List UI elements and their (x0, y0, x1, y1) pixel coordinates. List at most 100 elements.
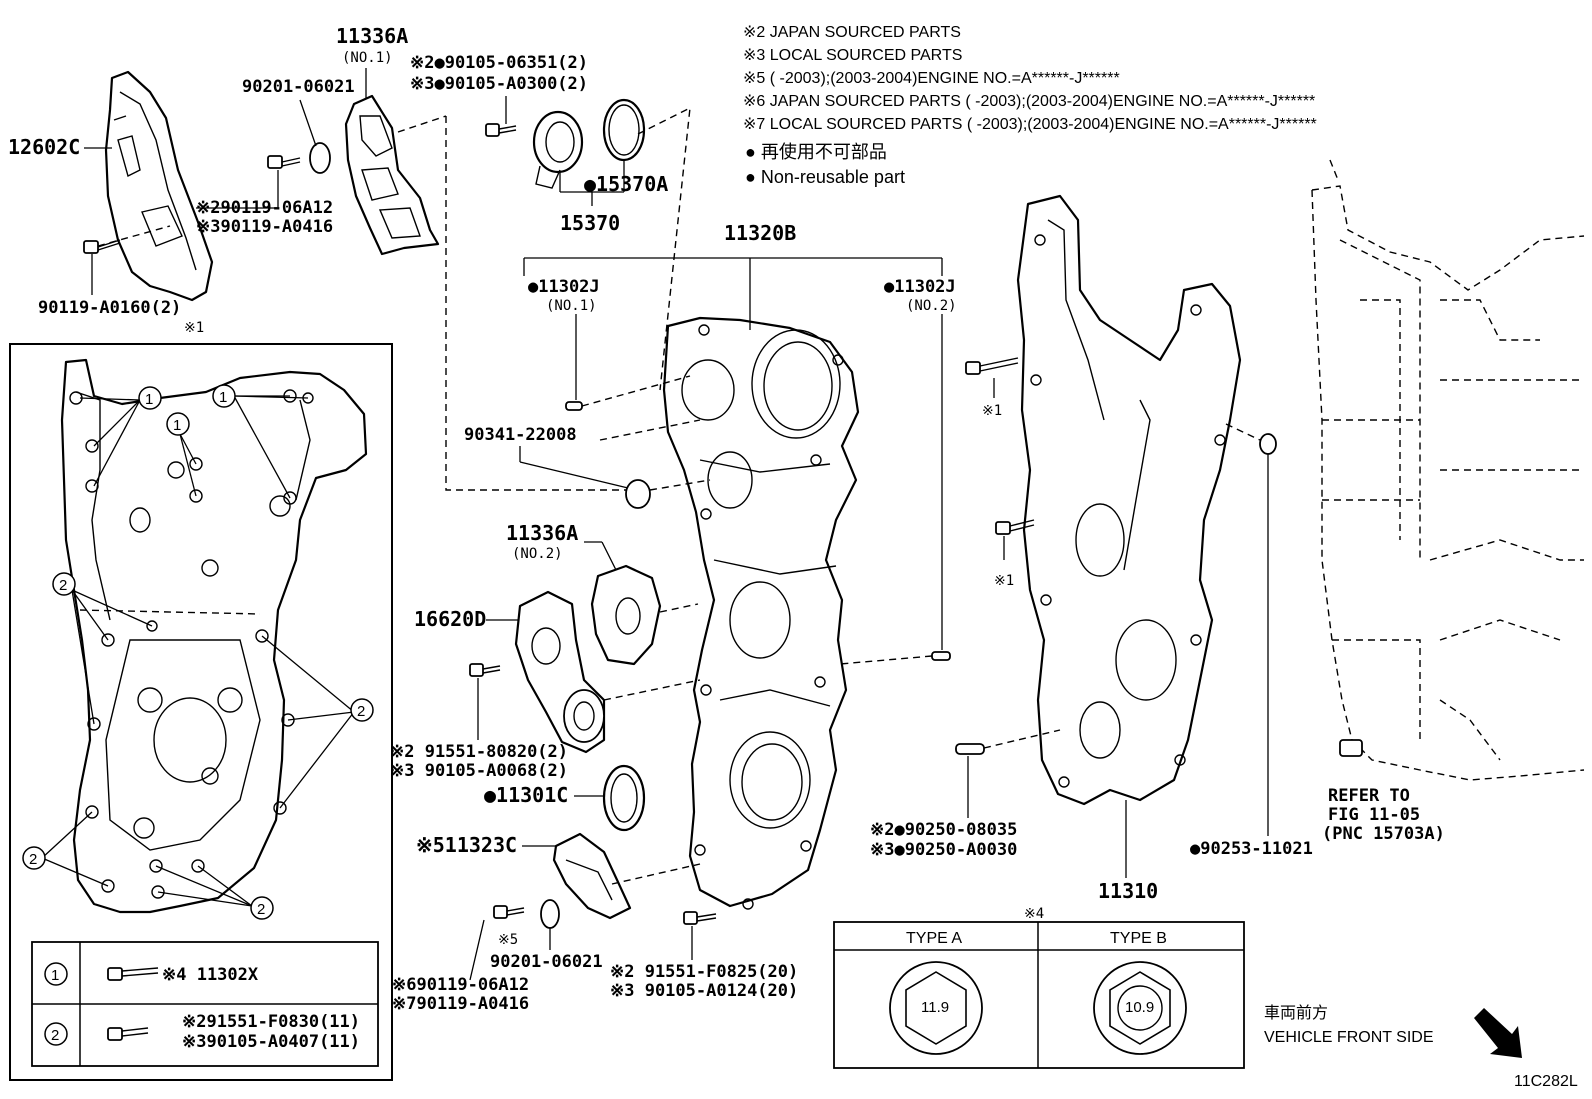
label-90201-06021-top: 90201-06021 (242, 77, 355, 97)
part-15370a-o-ring[interactable] (602, 98, 646, 162)
part-11323c-guide[interactable] (552, 832, 632, 920)
label-90119-06a12-6: ※690119-06A12 (392, 975, 529, 995)
callout-2-d: 2 (155, 865, 274, 920)
engine-block-reference (1311, 159, 1585, 781)
bolt-90119-06a12[interactable] (267, 155, 301, 169)
label-11302j-no2-sub: (NO.2) (906, 298, 957, 314)
type-b-value: 10.9 (1125, 999, 1154, 1016)
note-engine-range: ※5 ( -2003);(2003-2004)ENGINE NO.=A*****… (743, 70, 1120, 87)
label-15370: 15370 (560, 211, 620, 235)
mark-4: ※4 (1024, 906, 1044, 922)
bolt-91551-80820[interactable] (469, 663, 501, 677)
part-11310-timing-cover[interactable] (1016, 194, 1242, 806)
label-90201-06021-bottom: 90201-06021 (490, 952, 603, 972)
legend-non-reusable-jp: ● 再使用不可部品 (745, 142, 887, 162)
table-row2-part-a: ※291551-F0830(11) (182, 1012, 360, 1032)
svg-text:1: 1 (145, 391, 153, 408)
gasket-bolt-inset: 1 1 1 2 2 (9, 343, 393, 1081)
bolt-91551-f0825[interactable] (683, 911, 717, 925)
svg-text:1: 1 (219, 389, 227, 406)
label-90105-a0068: ※3 90105-A0068(2) (390, 761, 568, 781)
bolt-90119-a0160[interactable] (83, 239, 121, 254)
label-11336a-no2-sub: (NO.2) (512, 546, 563, 562)
label-90341-22008: 90341-22008 (464, 425, 577, 445)
svg-text:2: 2 (357, 703, 365, 720)
inset-cover-outline[interactable] (60, 358, 368, 914)
plug-90253-11021[interactable] (1259, 433, 1277, 455)
svg-text:1: 1 (173, 417, 181, 434)
label-91551-f0825: ※2 91551-F0825(20) (610, 962, 798, 982)
mark-1-bolt-upper: ※1 (982, 403, 1002, 419)
label-12602c: 12602C (8, 135, 80, 159)
vehicle-front-arrow-icon (1474, 1008, 1522, 1058)
label-90119-a0416-7: ※790119-A0416 (392, 994, 529, 1014)
bolt-90119-06a12-lower[interactable] (493, 905, 525, 919)
callout-2-a: 2 (52, 572, 153, 725)
inset-bolt-holes (69, 389, 314, 899)
bolt-90105-06351[interactable] (485, 123, 517, 137)
table-row2-num: 2 (51, 1027, 59, 1044)
note-local-sourced: ※3 LOCAL SOURCED PARTS (743, 47, 962, 64)
figure-code: 11C282L (1514, 1073, 1578, 1090)
table-row2-part-b: ※390105-A0407(11) (182, 1032, 360, 1052)
label-11310: 11310 (1098, 879, 1158, 903)
label-91551-80820: ※2 91551-80820(2) (390, 742, 568, 762)
label-11302j-no2: ●11302J (884, 277, 956, 297)
label-90119-a0416-local: ※390119-A0416 (196, 217, 333, 237)
bolt-star1-lower[interactable] (995, 519, 1035, 535)
type-a-bolt-head: 11.9 (889, 961, 983, 1055)
label-90105-a0300-local: ※3●90105-A0300(2) (410, 74, 588, 94)
callout-1-c: 1 (212, 384, 309, 499)
legend-non-reusable-en: ● Non-reusable part (745, 167, 905, 187)
mark-1-bolt-lower: ※1 (994, 573, 1014, 589)
type-table: TYPE A TYPE B 11.9 10.9 (833, 921, 1245, 1069)
part-11301c-oil-seal[interactable] (602, 764, 646, 832)
bolt-star1-upper[interactable] (965, 357, 1019, 375)
label-11320b: 11320B (724, 221, 796, 245)
washer-90201-06021-bottom[interactable] (540, 899, 560, 929)
label-11302j-no1: ●11302J (528, 277, 600, 297)
svg-text:2: 2 (59, 577, 67, 594)
type-b-bolt-head: 10.9 (1093, 961, 1187, 1055)
washer-90201-06021-top[interactable] (309, 142, 331, 174)
part-11336a-no1[interactable] (344, 94, 440, 256)
vehicle-front-en: VEHICLE FRONT SIDE (1264, 1029, 1434, 1046)
refer-line-2: FIG 11-05 (1328, 805, 1420, 825)
label-11323c: ※511323C (416, 833, 517, 857)
oil-jet-15703a[interactable] (1339, 739, 1363, 757)
dowel-90250-08035[interactable] (955, 743, 985, 755)
label-90105-06351-jp: ※2●90105-06351(2) (410, 53, 588, 73)
table-row2-bolt-icon (107, 1027, 149, 1041)
label-11336a-no2: 11336A (506, 521, 578, 545)
dowel-pin-11302j-no2[interactable] (931, 651, 951, 661)
plug-90341-22008[interactable] (625, 479, 651, 509)
svg-text:2: 2 (257, 901, 265, 918)
part-15370-tensioner[interactable] (532, 110, 584, 189)
inset-bolt-table: 1 ※4 11302X 2 ※291551-F0830(11) ※390105-… (31, 941, 379, 1067)
callout-2-b: 2 (261, 635, 374, 809)
label-90253-11021: ●90253-11021 (1190, 839, 1313, 859)
label-11336a-no1-sub: (NO.1) (342, 50, 393, 66)
label-90119-a0160: 90119-A0160(2) (38, 298, 181, 318)
callout-1-a: 1 (79, 386, 162, 487)
label-90250-a0030: ※3●90250-A0030 (870, 840, 1017, 860)
part-11320b-timing-cover[interactable] (662, 316, 860, 910)
vehicle-front-jp: 車両前方 (1264, 1004, 1328, 1022)
note-japan-sourced: ※2 JAPAN SOURCED PARTS (743, 24, 961, 41)
note-japan-engine-range: ※6 JAPAN SOURCED PARTS ( -2003);(2003-20… (743, 93, 1315, 110)
part-12602c-cover[interactable] (104, 70, 214, 302)
table-row1-bolt-icon (107, 967, 159, 981)
dowel-pin-11302j-no1[interactable] (565, 401, 583, 411)
table-row1-part: ※4 11302X (162, 965, 259, 985)
label-90250-08035: ※2●90250-08035 (870, 820, 1017, 840)
callout-1-b: 1 (166, 412, 197, 497)
type-a-header: TYPE A (906, 930, 962, 947)
type-a-value: 11.9 (921, 999, 949, 1016)
part-16620d-tensioner[interactable] (514, 590, 606, 754)
part-11336a-no2[interactable] (590, 564, 662, 666)
note-local-engine-range: ※7 LOCAL SOURCED PARTS ( -2003);(2003-20… (743, 116, 1317, 133)
notes-block: ※2 JAPAN SOURCED PARTS ※3 LOCAL SOURCED … (743, 24, 1317, 187)
label-15370a: ●15370A (584, 172, 668, 196)
label-16620d: 16620D (414, 607, 486, 631)
